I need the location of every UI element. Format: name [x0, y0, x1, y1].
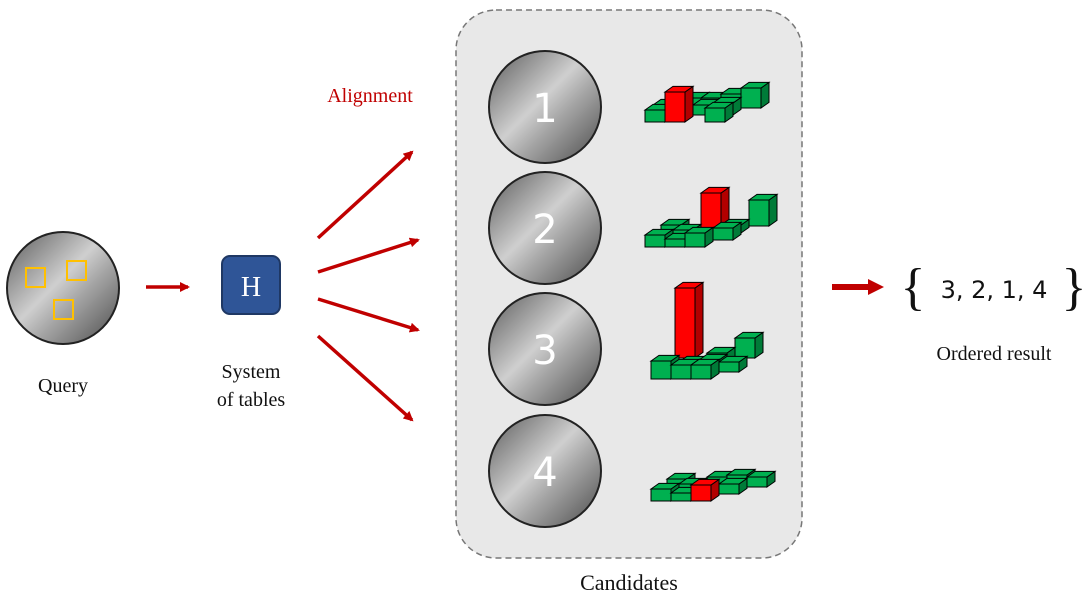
result-label: Ordered result [937, 343, 1052, 365]
histogram-bar [670, 364, 692, 380]
histogram-bar [718, 483, 740, 495]
histogram-bar [748, 199, 770, 227]
histogram-candidate-4 [649, 468, 777, 502]
query-circle [6, 231, 120, 345]
candidate-number: 2 [532, 207, 557, 253]
histogram-candidate-2 [643, 186, 779, 248]
candidates-label: Candidates [580, 570, 678, 595]
histogram-bar [674, 287, 696, 359]
histogram-bar [644, 109, 666, 123]
candidate-2: 2 [488, 171, 602, 285]
result-values: 3, 2, 1, 4 [941, 276, 1048, 304]
histogram-candidate-3 [649, 281, 765, 380]
query-label: Query [38, 375, 88, 397]
result-close-brace: } [1062, 259, 1087, 316]
histogram-bar [746, 476, 768, 488]
alignment-arrow-4 [316, 334, 414, 422]
feature-square [53, 299, 74, 320]
arrow-to-result-head [868, 279, 884, 295]
feature-square [66, 260, 87, 281]
histogram-bar [664, 91, 686, 123]
feature-square [25, 267, 46, 288]
histogram-bar-side [694, 281, 704, 359]
histogram-bar [684, 232, 706, 248]
histogram-bar [664, 238, 686, 248]
candidate-1: 1 [488, 50, 602, 164]
candidate-number: 4 [532, 450, 557, 496]
histogram-bar [734, 337, 756, 359]
histogram-bar [644, 234, 666, 248]
hash-tables-box: H [221, 255, 281, 315]
candidate-number: 3 [532, 328, 557, 374]
alignment-arrow-3 [317, 297, 420, 333]
hash-label-line2: of tables [217, 389, 286, 411]
candidate-3: 3 [488, 292, 602, 406]
alignment-arrow-1 [316, 150, 414, 240]
histogram-bar [740, 87, 762, 109]
histogram-bar [718, 361, 740, 373]
histogram-bar [650, 488, 672, 502]
candidate-4: 4 [488, 414, 602, 528]
alignment-label: Alignment [327, 85, 413, 107]
histogram-bar [704, 107, 726, 123]
alignment-arrow-2 [317, 237, 420, 274]
hash-label-line1: System [222, 361, 281, 383]
histogram-bar [712, 227, 734, 241]
histogram-bar [670, 492, 692, 502]
hash-letter: H [241, 272, 261, 303]
histogram-bar [690, 364, 712, 380]
histogram-bar [690, 484, 712, 502]
histogram-bar [650, 360, 672, 380]
histogram-candidate-1 [643, 81, 771, 123]
candidate-number: 1 [532, 86, 557, 132]
result-open-brace: { [901, 259, 926, 316]
